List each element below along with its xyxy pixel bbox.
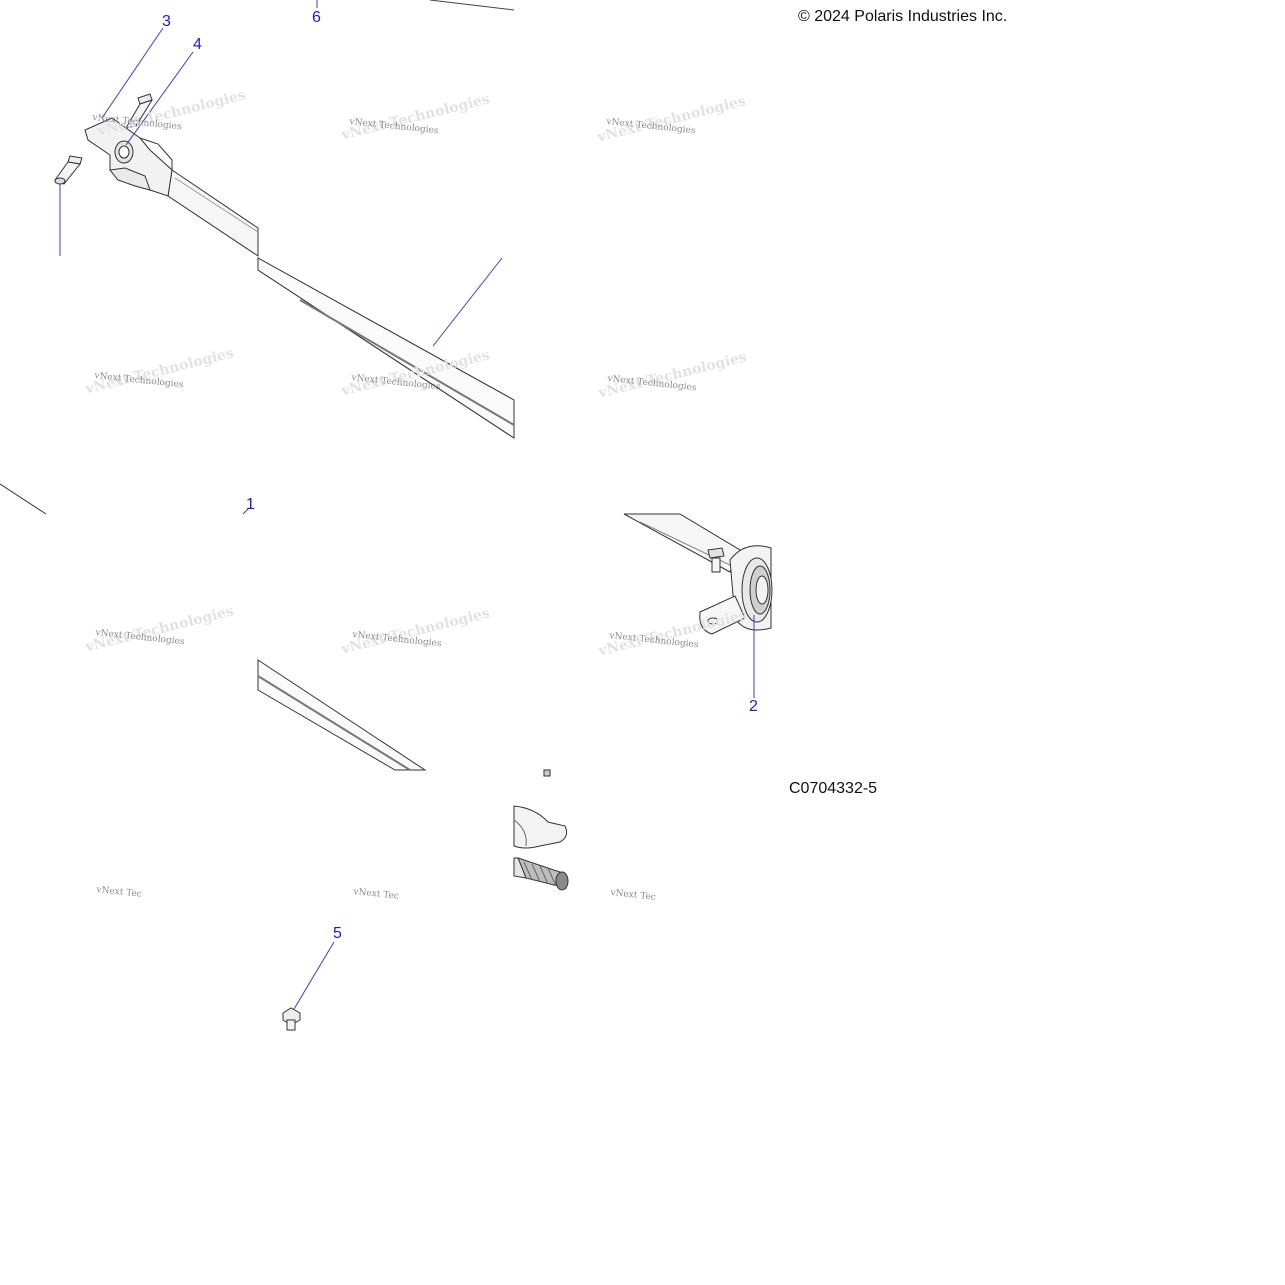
callout-4[interactable]: 4 [193, 36, 202, 53]
prop-shaft-tube-lower [257, 659, 427, 771]
bolt-item-5 [282, 1007, 301, 1031]
splined-output-end [513, 769, 569, 891]
callout-5[interactable]: 5 [333, 925, 342, 942]
leader-line-4 [125, 51, 194, 146]
prop-shaft-fragment [0, 483, 47, 515]
callout-6[interactable]: 6 [312, 9, 321, 26]
leader-line-3 [101, 27, 164, 119]
leader-line-5 [293, 941, 335, 1010]
carrier-bearing-assembly [623, 513, 773, 635]
figure-code: C0704332-5 [789, 780, 878, 797]
callout-2[interactable]: 2 [749, 698, 758, 715]
copyright-notice: © 2024 Polaris Industries Inc. [798, 8, 1008, 25]
callout-leaders [59, 0, 755, 1010]
leader-line-1 [242, 507, 250, 515]
callout-3[interactable]: 3 [162, 13, 171, 30]
leader-line-shaft [432, 257, 503, 347]
callout-1[interactable]: 1 [246, 496, 255, 513]
u-joint-yoke-assembly [54, 93, 259, 257]
prop-shaft-tube-upper [257, 0, 515, 439]
